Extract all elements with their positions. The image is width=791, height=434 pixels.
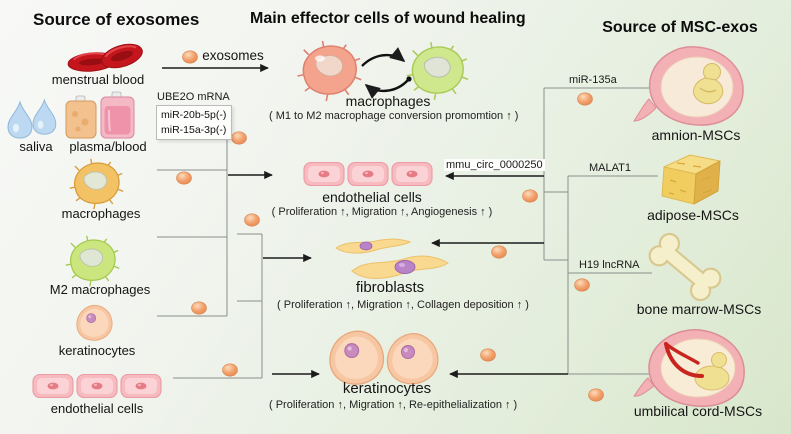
label-amnion-mscs: amnion-MSCs — [651, 127, 741, 143]
label-keratinocytes-effector: keratinocytes — [342, 380, 432, 397]
saliva-icon — [7, 99, 57, 139]
label-plasma-blood: plasma/blood — [69, 139, 147, 154]
macrophages-source-icon — [69, 158, 124, 210]
title-source-of-exosomes: Source of exosomes — [33, 10, 200, 29]
label-mir-15a-3p: miR-15a-3p(-) — [161, 123, 227, 136]
label-saliva: saliva — [19, 139, 53, 154]
label-exosomes: exosomes — [202, 48, 264, 63]
label-ube2o-mrna: UBE2O mRNA — [157, 91, 230, 103]
m2-macrophages-source-icon — [65, 235, 120, 287]
title-main-effector-cells: Main effector cells of wound healing — [250, 10, 526, 27]
label-fibroblasts: fibroblasts — [355, 279, 425, 296]
m1-m2-conversion-arrows — [361, 47, 412, 99]
bone-marrow-mscs-icon — [648, 232, 722, 302]
adipose-mscs-icon — [661, 154, 721, 205]
label-endothelial-cells-source: endothelial cells — [50, 401, 144, 416]
label-mir-135a: miR-135a — [569, 74, 617, 86]
endothelial-cells-effector-icon — [303, 161, 433, 187]
label-adipose-mscs: adipose-MSCs — [647, 207, 739, 223]
keratinocytes-source-icon — [77, 305, 112, 340]
umbilical-cord-mscs-icon — [633, 329, 745, 407]
label-h19-lncrna: H19 lncRNA — [579, 259, 640, 271]
label-malat1: MALAT1 — [589, 162, 631, 174]
keratinocytes-effector-icon — [330, 331, 438, 384]
label-m2-macrophages-source: M2 macrophages — [49, 282, 151, 297]
connector-lines — [157, 87, 665, 379]
label-umbilical-cord-mscs: umbilical cord-MSCs — [633, 403, 763, 419]
label-keratinocytes-source: keratinocytes — [58, 343, 136, 358]
note-keratinocytes: ( Proliferation ↑, Migration ↑, Re-epith… — [269, 399, 518, 411]
label-menstrual-blood: menstrual blood — [51, 72, 145, 87]
label-mmu-circ: mmu_circ_0000250 — [444, 159, 545, 171]
note-macrophages: ( M1 to M2 macrophage conversion promomt… — [269, 110, 519, 122]
endothelial-cells-source-icon — [32, 373, 162, 399]
label-macrophages-source: macrophages — [61, 206, 141, 221]
m1-macrophage-icon — [296, 40, 363, 102]
label-macrophages-effector: macrophages — [345, 93, 431, 109]
label-endothelial-effector: endothelial cells — [322, 189, 422, 205]
m2-macrophage-icon — [406, 41, 469, 101]
label-bone-marrow-mscs: bone marrow-MSCs — [636, 301, 762, 317]
label-mir-20b-5p: miR-20b-5p(-) — [161, 108, 227, 121]
fibroblasts-icon — [335, 238, 449, 279]
note-fibroblasts: ( Proliferation ↑, Migration ↑, Collagen… — [277, 299, 529, 311]
title-source-of-msc-exos: Source of MSC-exos — [602, 19, 758, 36]
note-endothelial: ( Proliferation ↑, Migration ↑, Angiogen… — [271, 206, 493, 218]
arrows — [162, 63, 568, 379]
mir-box: miR-20b-5p(-) miR-15a-3p(-) — [156, 105, 232, 140]
plasma-blood-icon — [65, 91, 135, 139]
amnion-mscs-icon — [633, 46, 744, 126]
menstrual-blood-icon — [67, 43, 143, 72]
